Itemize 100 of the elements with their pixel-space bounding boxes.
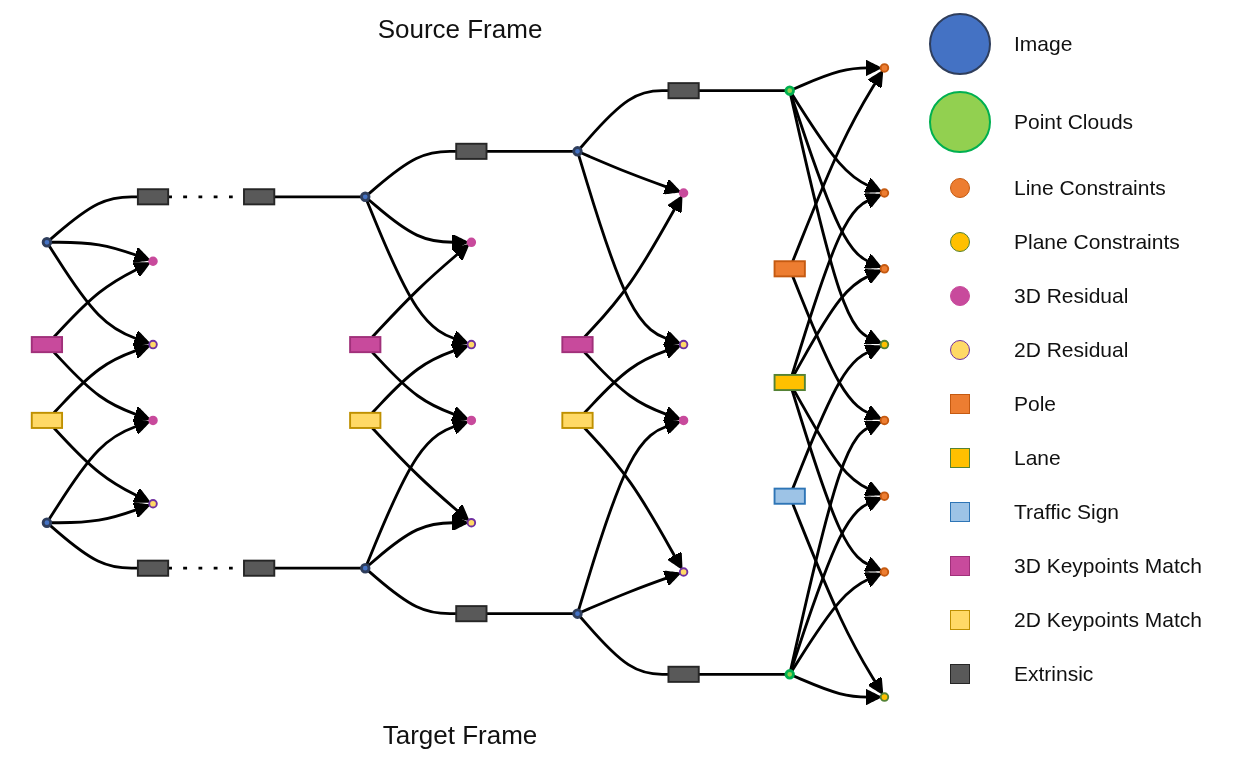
arrow: [365, 418, 469, 566]
arrow: [790, 572, 882, 672]
arrow: [52, 343, 151, 414]
legend-text: Point Clouds: [1014, 110, 1134, 134]
arrow: [50, 240, 151, 263]
connector: [698, 672, 786, 676]
node-circle: [148, 256, 158, 266]
node-circle: [879, 339, 890, 350]
frame-label: Target Frame: [382, 720, 538, 751]
connector: [578, 615, 669, 676]
arrow: [50, 502, 151, 525]
node-circle: [41, 517, 53, 528]
arrow: [371, 343, 469, 414]
arrow: [52, 427, 151, 503]
node-circle: [879, 63, 890, 73]
node-box: [773, 260, 806, 278]
node-box: [243, 559, 276, 577]
arrow: [583, 195, 683, 338]
node-box: [136, 188, 170, 206]
legend-text: 2D Keypoints Match: [1014, 608, 1202, 632]
node-circle: [879, 188, 890, 198]
arrow: [580, 570, 681, 614]
arrow: [791, 70, 884, 262]
node-circle: [678, 567, 689, 577]
node-box: [773, 373, 806, 392]
node-box: [349, 336, 382, 354]
arrow: [789, 496, 882, 672]
node-circle: [148, 499, 158, 509]
legend-text: Line Constraints: [1014, 176, 1166, 200]
arrow: [791, 275, 882, 421]
node-box: [30, 336, 63, 354]
connector: [367, 569, 457, 616]
arrow: [577, 154, 681, 347]
arrow: [792, 389, 882, 496]
arrow: [52, 351, 151, 422]
node-box: [667, 82, 700, 100]
arrow: [371, 427, 470, 521]
arrow: [789, 93, 882, 269]
node-circle: [466, 339, 477, 350]
node-circle: [572, 146, 583, 157]
legend-text: 3D Keypoints Match: [1014, 554, 1202, 578]
node-box: [243, 188, 276, 206]
node-circle: [148, 415, 158, 426]
arrow: [791, 503, 884, 695]
node-circle: [466, 518, 477, 528]
node-box: [561, 411, 594, 429]
connector: [698, 89, 786, 93]
arrow: [583, 427, 683, 570]
connector: [578, 89, 669, 150]
connector: [48, 524, 138, 570]
arrow: [580, 151, 681, 195]
arrow: [792, 674, 882, 706]
node-circle: [678, 415, 689, 426]
arrow: [371, 351, 469, 422]
connector: [274, 566, 362, 570]
arrow: [792, 59, 882, 91]
node-circle: [678, 339, 689, 350]
node-box: [30, 411, 63, 429]
arrow: [577, 418, 681, 611]
legend-text: Extrinsic: [1014, 662, 1094, 686]
node-circle: [466, 415, 477, 426]
arrow: [790, 193, 882, 376]
node-box: [455, 142, 488, 160]
legend-text: 2D Residual: [1014, 338, 1129, 362]
legend-text: Pole: [1014, 392, 1057, 416]
node-circle: [879, 491, 890, 501]
node-circle: [879, 692, 890, 702]
connector: [486, 612, 574, 616]
frame-label: Source Frame: [377, 14, 543, 45]
node-circle: [572, 608, 583, 619]
node-circle: [41, 237, 53, 248]
legend-text: 3D Residual: [1014, 284, 1129, 308]
arrow: [792, 269, 882, 376]
arrow: [367, 198, 469, 251]
legend-text: Traffic Sign: [1014, 500, 1120, 524]
node-box: [349, 411, 382, 429]
node-box: [667, 665, 700, 683]
node-circle: [466, 237, 477, 247]
legend-text: Plane Constraints: [1014, 230, 1180, 254]
arrow: [789, 420, 882, 671]
node-circle: [784, 669, 795, 680]
node-circle: [360, 191, 371, 202]
arrow: [365, 199, 469, 347]
arrow: [791, 344, 882, 490]
node-box: [773, 487, 806, 505]
arrow: [371, 244, 470, 338]
arrow: [52, 262, 151, 338]
legend-text: Lane: [1014, 446, 1061, 470]
node-circle: [879, 264, 890, 274]
arrow: [583, 351, 681, 422]
arrow: [47, 418, 151, 521]
arrow: [583, 343, 681, 414]
node-circle: [879, 567, 890, 577]
connector: [48, 195, 138, 241]
node-box: [455, 605, 488, 623]
legend-text: Image: [1014, 32, 1073, 56]
connector: [486, 149, 574, 153]
node-box: [561, 336, 594, 354]
node-circle: [148, 339, 158, 350]
arrow: [367, 514, 469, 567]
